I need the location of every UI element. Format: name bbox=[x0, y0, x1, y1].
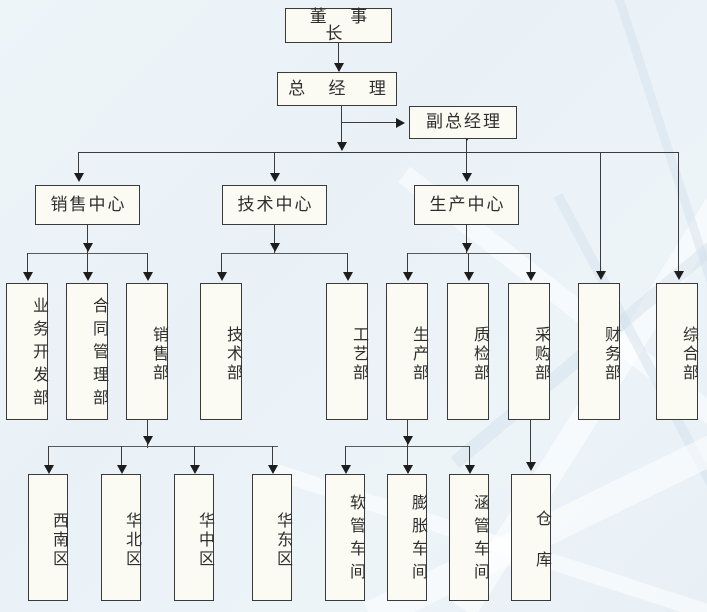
node-southwest-region[interactable]: 西南区 bbox=[28, 474, 69, 601]
arrowhead-central-china bbox=[190, 465, 200, 474]
connector-sales-department-drop bbox=[147, 420, 148, 448]
connector-to-business-development bbox=[27, 253, 28, 275]
arrowhead-business-development bbox=[23, 272, 33, 281]
arrowhead-east-china bbox=[268, 465, 278, 474]
connector-gm-drop bbox=[341, 106, 342, 150]
connector-to-hose-workshop bbox=[345, 446, 346, 468]
arrowhead-production-center bbox=[462, 173, 472, 182]
arrowhead-purchasing bbox=[526, 272, 536, 281]
connector-bus-to-general-affairs bbox=[678, 152, 679, 274]
arrowhead-gm bbox=[334, 63, 344, 72]
arrowhead-sales-department bbox=[143, 272, 153, 281]
node-north-china-region[interactable]: 华北区 bbox=[101, 474, 142, 601]
connector-bus-to-sales-center bbox=[78, 152, 79, 176]
connector-to-sales-department bbox=[147, 253, 148, 275]
node-general-affairs[interactable]: 综合部 bbox=[656, 283, 699, 420]
connector-to-technology-department bbox=[221, 253, 222, 275]
connector-sales-center-drop bbox=[87, 225, 88, 253]
node-sales-center[interactable]: 销售中心 bbox=[35, 185, 140, 225]
arrowhead-tech-center bbox=[270, 173, 280, 182]
node-production-department[interactable]: 生产部 bbox=[386, 283, 429, 420]
connector-to-north-china bbox=[121, 446, 122, 468]
node-production-center[interactable]: 生产中心 bbox=[414, 185, 519, 225]
arrowhead-production-department bbox=[403, 272, 413, 281]
connector-tech-center-drop bbox=[274, 225, 275, 253]
arrowhead-tech-center-bus bbox=[270, 243, 280, 252]
arrowhead-contract-management bbox=[83, 272, 93, 281]
connector-chairman-to-gm bbox=[338, 43, 339, 71]
node-deputy-general-manager[interactable]: 副总经理 bbox=[409, 106, 517, 139]
node-expansion-workshop[interactable]: 膨胀车间 bbox=[387, 474, 428, 601]
node-general-manager[interactable]: 总 经 理 bbox=[277, 72, 397, 106]
connector-to-process-department bbox=[347, 253, 348, 275]
arrowhead-southwest bbox=[44, 465, 54, 474]
arrowhead-expansion-workshop bbox=[403, 465, 413, 474]
node-hose-workshop[interactable]: 软管车间 bbox=[325, 474, 366, 601]
node-sales-department[interactable]: 销售部 bbox=[126, 283, 169, 420]
arrowhead-warehouse bbox=[526, 462, 536, 471]
connector-to-central-china bbox=[194, 446, 195, 468]
arrowhead-sales-center-bus bbox=[83, 243, 93, 252]
arrowhead-culvert-workshop bbox=[465, 465, 475, 474]
node-quality-inspection[interactable]: 质检部 bbox=[447, 283, 490, 420]
arrowhead-general-affairs bbox=[674, 271, 684, 280]
node-tech-center[interactable]: 技术中心 bbox=[222, 185, 327, 225]
arrowhead-finance bbox=[596, 271, 606, 280]
node-central-china-region[interactable]: 华中区 bbox=[174, 474, 215, 601]
arrowhead-north-china bbox=[117, 465, 127, 474]
node-technology-department[interactable]: 技术部 bbox=[200, 283, 243, 420]
node-warehouse[interactable]: 仓 库 bbox=[511, 474, 552, 601]
node-contract-management[interactable]: 合同管理部 bbox=[66, 283, 109, 420]
arrowhead-technology-department bbox=[217, 272, 227, 281]
arrowhead-hose-workshop bbox=[341, 465, 351, 474]
bus-sales-regions bbox=[48, 446, 278, 447]
arrowhead-process-department bbox=[343, 272, 353, 281]
bus-executive-level bbox=[78, 152, 678, 153]
connector-to-contract-management bbox=[87, 253, 88, 275]
arrowhead-quality-inspection bbox=[464, 272, 474, 281]
arrowhead-sales-center bbox=[74, 173, 84, 182]
node-east-china-region[interactable]: 华东区 bbox=[252, 474, 293, 601]
arrowhead-production-center-bus bbox=[462, 243, 472, 252]
bus-tech-departments bbox=[221, 253, 347, 254]
node-process-department[interactable]: 工艺部 bbox=[326, 283, 369, 420]
node-finance[interactable]: 财务部 bbox=[578, 283, 621, 420]
arrowhead-gm-bus bbox=[337, 142, 347, 151]
node-purchasing[interactable]: 采购部 bbox=[508, 283, 551, 420]
connector-gm-to-deputy bbox=[341, 122, 397, 123]
arrowhead-sales-regions-bus bbox=[143, 436, 153, 445]
background-streak bbox=[590, 0, 707, 326]
node-culvert-workshop[interactable]: 涵管车间 bbox=[449, 474, 490, 601]
connector-purchasing-to-warehouse bbox=[530, 420, 531, 465]
node-business-development[interactable]: 业务开发部 bbox=[6, 283, 49, 420]
arrowhead-workshops-bus bbox=[403, 436, 413, 445]
arrowhead-deputy bbox=[396, 118, 405, 128]
connector-to-southwest bbox=[48, 446, 49, 468]
connector-bus-to-finance bbox=[600, 152, 601, 274]
connector-bus-to-tech-center bbox=[274, 152, 275, 176]
connector-to-east-china bbox=[272, 446, 273, 468]
node-chairman[interactable]: 董 事 长 bbox=[285, 8, 392, 43]
